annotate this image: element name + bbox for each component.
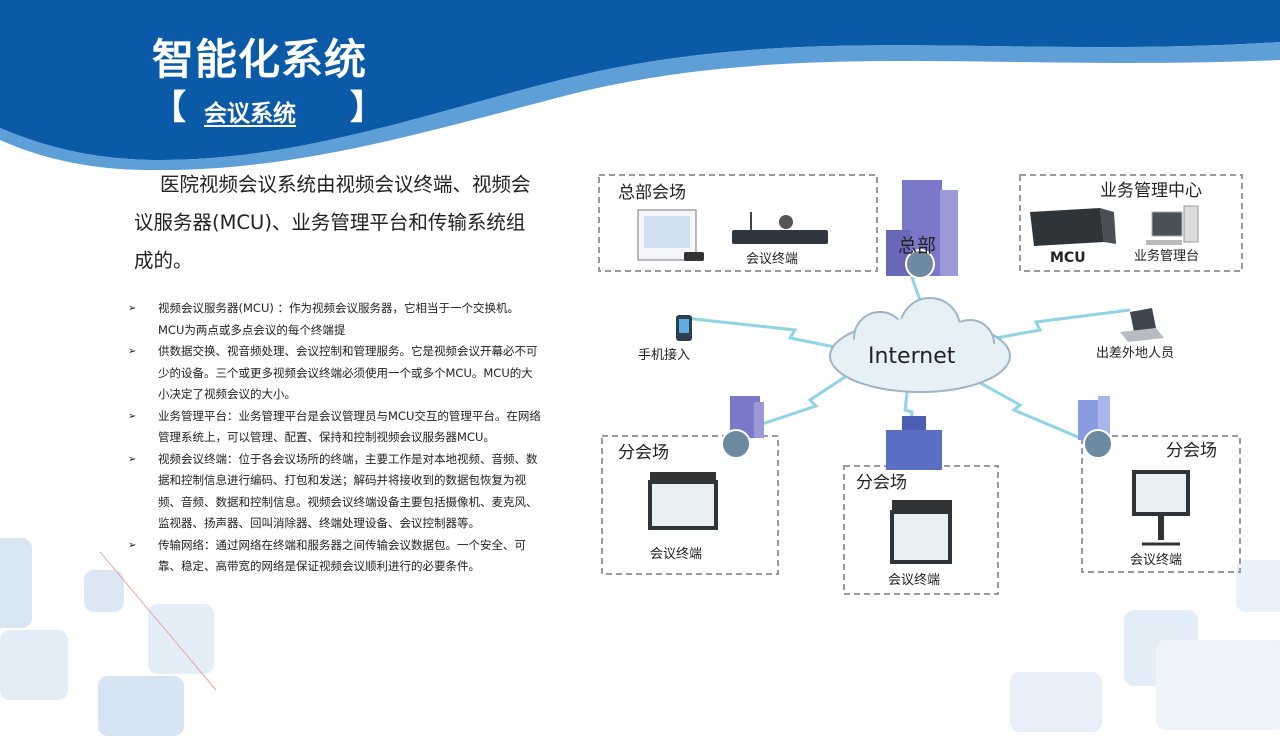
list-item: ➢传输网络：通过网络在终端和服务器之间传输会议数据包。一个安全、可靠、稳定、高带… bbox=[124, 535, 544, 578]
branch1-label: 分会场 bbox=[618, 443, 669, 463]
link-mobile bbox=[684, 316, 841, 350]
network-links bbox=[684, 257, 1131, 442]
branch1-building-icon bbox=[721, 396, 764, 459]
branch1-monitor-icon bbox=[648, 472, 718, 530]
branch3-label: 分会场 bbox=[1166, 441, 1217, 461]
branch3-terminal-label: 会议终端 bbox=[1130, 552, 1182, 568]
bullet-list: ➢视频会议服务器(MCU) ：作为视频会议服务器，它相当于一个交换机。MCU为两… bbox=[124, 298, 544, 578]
decor-square bbox=[148, 604, 214, 674]
branch2-monitor-icon bbox=[890, 500, 952, 564]
internet-label: Internet bbox=[868, 344, 956, 369]
list-item: ➢业务管理平台：业务管理平台是会议管理员与MCU交互的管理平台。在网络管理系统上… bbox=[124, 406, 544, 449]
mobile-label: 手机接入 bbox=[638, 347, 690, 363]
branch1-box bbox=[601, 435, 779, 575]
mgmt-platform-label: 业务管理台 bbox=[1134, 248, 1199, 264]
link-branch3 bbox=[974, 378, 1086, 442]
video-terminal-icon bbox=[732, 212, 828, 244]
mgmt-center-box bbox=[1019, 174, 1243, 272]
branch2-box bbox=[843, 465, 999, 595]
subtitle: 【 会议系统 】 bbox=[152, 86, 384, 130]
branch1-terminal-label: 会议终端 bbox=[650, 546, 702, 562]
mgmt-center-label: 业务管理中心 bbox=[1100, 181, 1202, 201]
laptop-icon bbox=[1120, 308, 1164, 342]
branch2-label: 分会场 bbox=[856, 473, 907, 493]
list-item: ➢供数据交换、视音频处理、会议控制和管理服务。它是视频会议开幕必不可少的设备。三… bbox=[124, 341, 544, 406]
branch3-box bbox=[1081, 435, 1241, 573]
decor-square bbox=[1010, 672, 1102, 732]
decor-square bbox=[1236, 560, 1280, 612]
hq-terminal-label: 会议终端 bbox=[746, 251, 798, 267]
internet-cloud-icon bbox=[829, 297, 1011, 393]
hq-venue-label: 总部会场 bbox=[618, 183, 686, 203]
decor-square bbox=[1156, 640, 1280, 730]
bullet-arrow-icon: ➢ bbox=[128, 453, 137, 465]
hq-venue-box bbox=[598, 174, 878, 272]
projector-screen-icon bbox=[637, 209, 704, 261]
branch3-monitor-stand-icon bbox=[1132, 470, 1190, 546]
bullet-arrow-icon: ➢ bbox=[128, 539, 137, 551]
desktop-computer-icon bbox=[1146, 205, 1199, 245]
branch2-terminal-label: 会议终端 bbox=[888, 572, 940, 588]
intro-text: 医院视频会议系统由视频会议终端、视频会议服务器(MCU)、业务管理平台和传输系统… bbox=[134, 173, 531, 272]
intro-paragraph: 医院视频会议系统由视频会议终端、视频会议服务器(MCU)、业务管理平台和传输系统… bbox=[134, 166, 534, 280]
mcu-server-icon bbox=[1030, 208, 1116, 246]
decor-square bbox=[0, 630, 68, 700]
close-bracket: 】 bbox=[350, 88, 384, 128]
mobile-phone-icon bbox=[676, 315, 692, 341]
bullet-arrow-icon: ➢ bbox=[128, 303, 137, 314]
link-branch1 bbox=[749, 373, 849, 430]
hq-building-icon bbox=[886, 180, 958, 279]
decor-line bbox=[100, 552, 217, 691]
link-traveler bbox=[984, 308, 1131, 342]
page-title: 智能化系统 bbox=[152, 35, 368, 84]
bullet-arrow-icon: ➢ bbox=[128, 346, 137, 357]
list-item: ➢视频会议终端：位于各会议场所的终端，主要工作是对本地视频、音频、数据和控制信息… bbox=[124, 449, 544, 535]
open-bracket: 【 bbox=[152, 88, 186, 128]
network-diagram: 总部会场 会议终端 总部 业务管理中心 MCU 业务管理台 In bbox=[598, 174, 1243, 595]
header-wave bbox=[0, 0, 1280, 171]
mcu-label: MCU bbox=[1050, 250, 1086, 266]
decor-square bbox=[0, 538, 32, 628]
decor-square bbox=[84, 570, 124, 612]
traveler-label: 出差外地人员 bbox=[1096, 346, 1174, 361]
branch3-building-icon bbox=[1078, 396, 1113, 459]
hq-building-label: 总部 bbox=[898, 235, 936, 257]
list-item: ➢视频会议服务器(MCU) ：作为视频会议服务器，它相当于一个交换机。MCU为两… bbox=[124, 298, 544, 341]
bullet-arrow-icon: ➢ bbox=[128, 410, 137, 422]
subtitle-text: 会议系统 bbox=[204, 101, 296, 127]
branch2-building-icon bbox=[886, 416, 942, 470]
